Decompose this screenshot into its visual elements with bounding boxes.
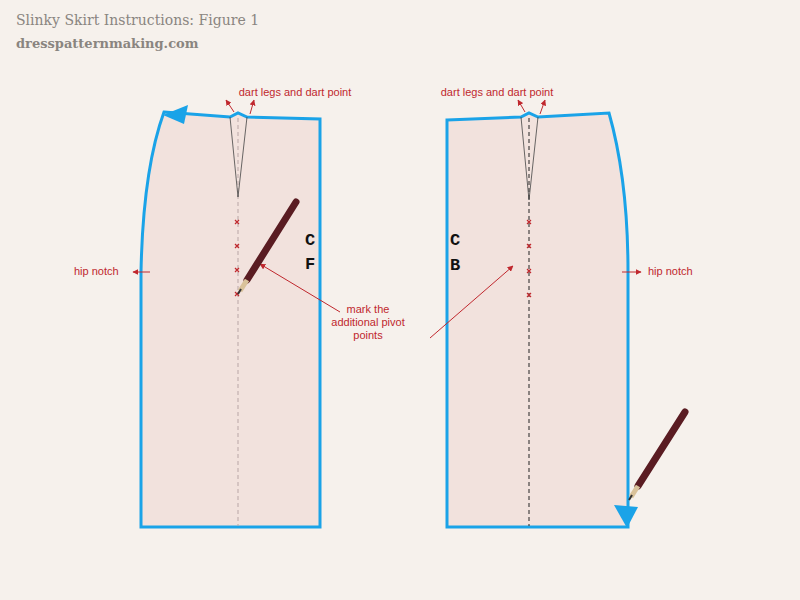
centre-back-letter: B bbox=[450, 256, 460, 275]
leader-line bbox=[133, 272, 150, 273]
pivot-point-note: mark the additional pivot points bbox=[331, 303, 405, 342]
centre-line bbox=[529, 118, 530, 526]
leader-line bbox=[622, 272, 641, 273]
centre-back-letter: C bbox=[450, 231, 460, 250]
leader-line bbox=[430, 266, 513, 338]
leader-line bbox=[226, 100, 234, 112]
hip-notch-label: hip notch bbox=[648, 265, 693, 277]
pencil bbox=[238, 202, 296, 294]
hip-notch-label: hip notch bbox=[74, 265, 119, 277]
centre-front-letter: C bbox=[305, 231, 315, 250]
leader-line bbox=[260, 264, 340, 312]
pivot-marks bbox=[527, 220, 531, 297]
pivot-marks bbox=[235, 220, 239, 296]
dart-label: dart legs and dart point bbox=[441, 86, 554, 98]
leader-line bbox=[518, 100, 525, 112]
figure-title: Slinky Skirt Instructions: Figure 1 bbox=[16, 12, 259, 28]
direction-arrowhead bbox=[163, 105, 188, 124]
centre-line bbox=[238, 118, 239, 526]
pencil bbox=[629, 412, 685, 500]
back-skirt-piece bbox=[447, 113, 628, 527]
website-watermark: dresspatternmaking.com bbox=[16, 36, 198, 51]
direction-arrowhead bbox=[614, 505, 638, 528]
centre-front-letter: F bbox=[305, 255, 315, 274]
front-skirt-piece bbox=[141, 112, 320, 527]
dart-legs bbox=[230, 117, 247, 197]
leader-line bbox=[540, 100, 545, 114]
dart-label: dart legs and dart point bbox=[239, 86, 352, 98]
leader-line bbox=[250, 100, 254, 114]
dart-legs bbox=[521, 117, 538, 200]
